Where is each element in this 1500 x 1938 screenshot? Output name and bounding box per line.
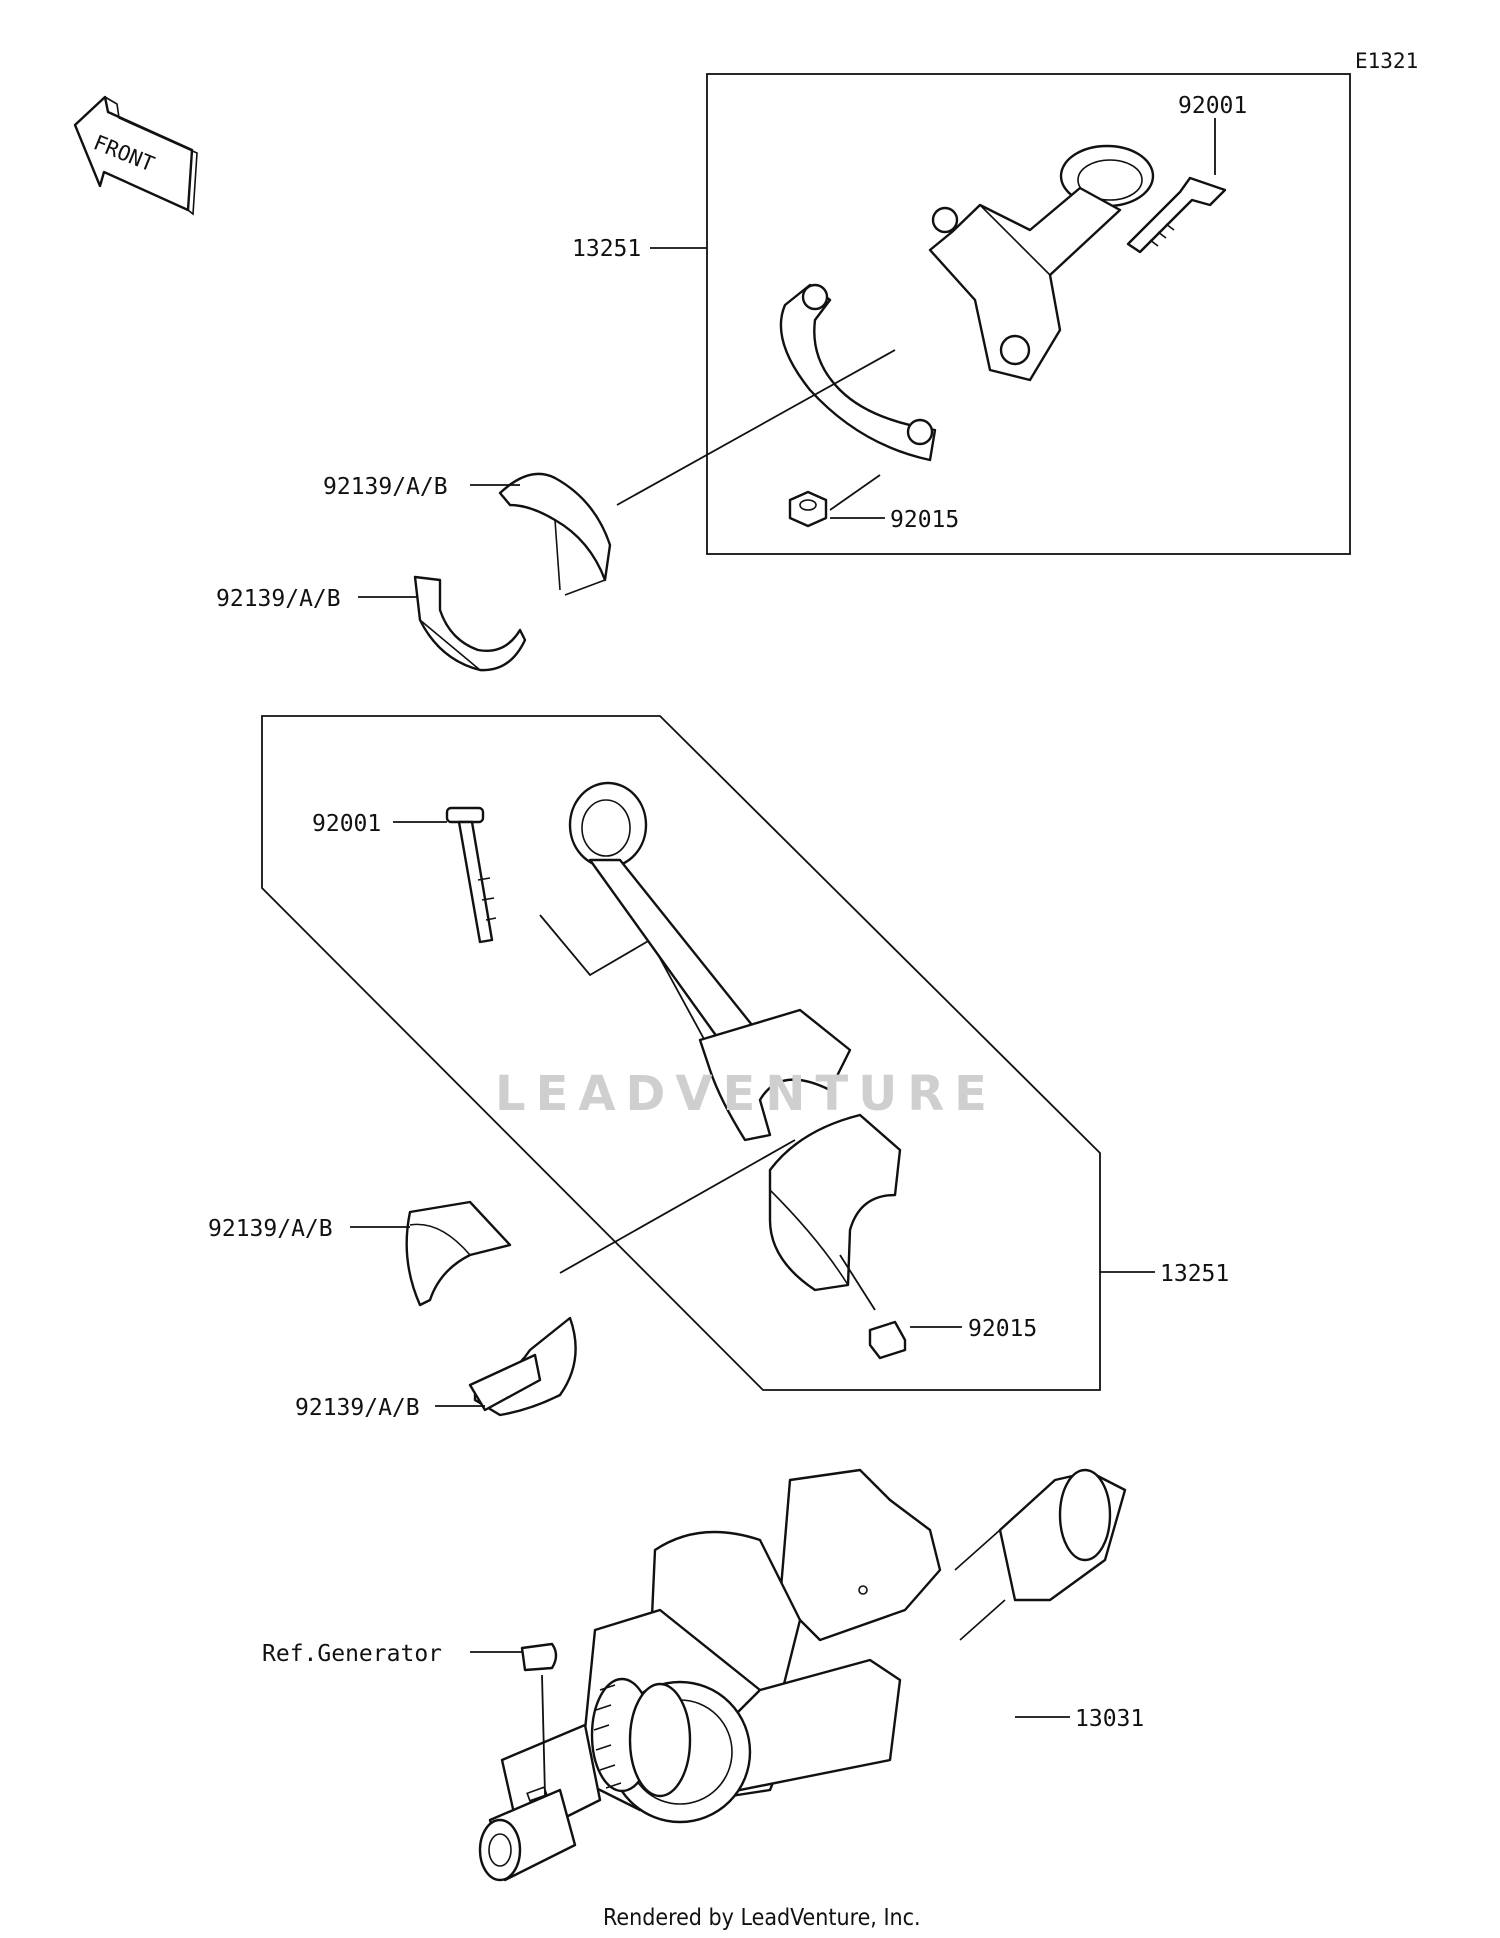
watermark: LEADVENTURE (495, 1066, 997, 1122)
callout-mid-bearing-lower: 92139/A/B (295, 1395, 420, 1421)
callout-top-nut: 92015 (890, 507, 959, 533)
leader-top-bearing-axis (616, 349, 896, 506)
callout-top-bearing-lower: 92139/A/B (216, 586, 341, 612)
woodruff-key (520, 1642, 558, 1672)
leader-ref-generator-down (541, 1674, 546, 1796)
callout-mid-bearing-upper: 92139/A/B (208, 1216, 333, 1242)
callout-ref-generator: Ref.Generator (262, 1641, 442, 1667)
mid-bearing-lower (468, 1316, 577, 1417)
footer-credit: Rendered by LeadVenture, Inc. (603, 1905, 921, 1931)
top-nut (788, 490, 828, 528)
top-bearing-upper (498, 472, 612, 596)
mid-connecting-rod (568, 781, 852, 1142)
mid-rod-cap (768, 1113, 902, 1292)
callout-mid-bolt: 92001 (312, 811, 381, 837)
mid-bolt (445, 806, 497, 944)
callout-crankshaft: 13031 (1075, 1706, 1144, 1732)
diagram-code: E1321 (1355, 49, 1418, 73)
callout-top-bolt: 92001 (1178, 93, 1247, 119)
top-assembly-box (706, 73, 1351, 555)
callout-mid-nut: 92015 (968, 1316, 1037, 1342)
callout-top-rod: 13251 (572, 236, 641, 262)
top-connecting-rod (928, 144, 1155, 382)
leader-mid-bolt-path (539, 914, 711, 1051)
leader-mid-nut-up (839, 1254, 876, 1311)
callout-mid-rod: 13251 (1160, 1261, 1229, 1287)
mid-nut (868, 1320, 907, 1360)
mid-assembly-box (261, 715, 1101, 1391)
leader-top-nut-up (829, 474, 881, 511)
top-bolt (1126, 176, 1227, 254)
top-rod-cap (779, 283, 937, 462)
mid-bearing-upper (405, 1200, 512, 1307)
leader-mid-bearing-axis (559, 1139, 796, 1274)
top-bearing-lower (413, 575, 527, 672)
crankshaft (478, 1468, 1127, 1882)
callout-top-bearing-upper: 92139/A/B (323, 474, 448, 500)
front-arrow-icon: FRONT (73, 95, 198, 216)
